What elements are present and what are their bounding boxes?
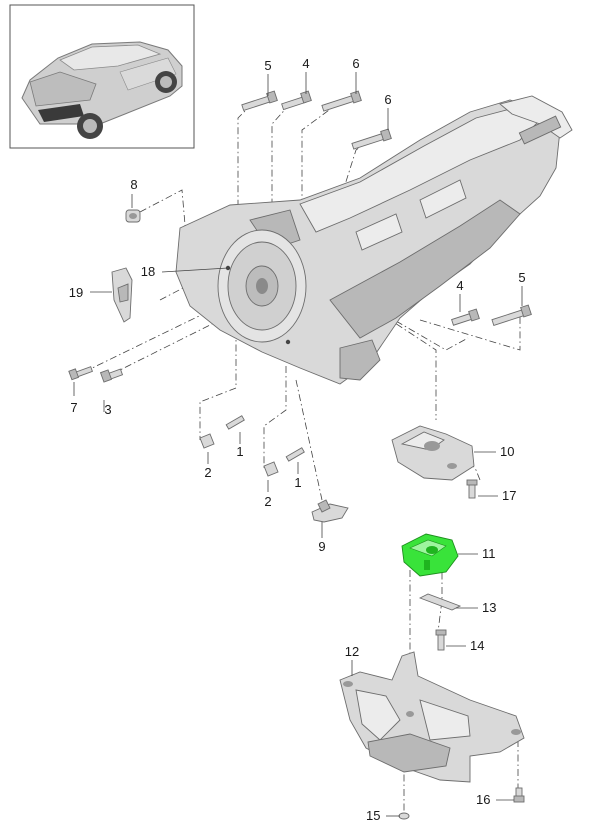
callout-14[interactable]: 14 (470, 638, 484, 653)
callout-2-a[interactable]: 2 (204, 465, 211, 480)
callout-18[interactable]: 18 (141, 264, 155, 279)
bolt-16 (513, 787, 525, 803)
vehicle-inset (9, 4, 195, 149)
callout-8[interactable]: 8 (130, 177, 137, 192)
car-suv-icon (21, 41, 183, 139)
callout-13[interactable]: 13 (482, 600, 496, 615)
washer-15 (398, 812, 410, 820)
bolt-4-top (281, 90, 312, 111)
callout-4-top[interactable]: 4 (302, 56, 309, 71)
callout-4-right[interactable]: 4 (456, 278, 463, 293)
bolt-5-top (241, 90, 278, 112)
callout-6-top-b[interactable]: 6 (384, 92, 391, 107)
bolt-6-top-a (321, 90, 362, 112)
callout-3[interactable]: 3 (104, 402, 111, 417)
bracket-9 (311, 499, 349, 523)
callout-9[interactable]: 9 (318, 539, 325, 554)
transmission-mount-10 (391, 425, 475, 481)
bushing-8 (125, 209, 141, 223)
bolt-1-a (225, 415, 245, 430)
torque-converter (217, 229, 307, 345)
bolt-3 (99, 368, 124, 383)
callout-leaders (73, 72, 523, 817)
engine-mount-11-highlighted[interactable] (401, 533, 459, 577)
callout-5-top[interactable]: 5 (264, 58, 271, 73)
bolt-17 (466, 479, 478, 499)
callout-10[interactable]: 10 (500, 444, 514, 459)
callout-17[interactable]: 17 (502, 488, 516, 503)
bolt-1-b (285, 447, 305, 462)
plate-13 (418, 593, 462, 611)
bolt-5-right (491, 304, 532, 326)
callout-1-a[interactable]: 1 (236, 444, 243, 459)
callout-labels: 5 4 6 6 8 18 19 7 3 2 1 2 1 9 4 5 10 17 … (69, 56, 526, 823)
nut-2-a (199, 433, 215, 449)
callout-15[interactable]: 15 (366, 808, 380, 823)
bolt-4-right (451, 308, 480, 326)
callout-5-right[interactable]: 5 (518, 270, 525, 285)
callout-19[interactable]: 19 (69, 285, 83, 300)
bolt-7 (68, 366, 93, 381)
nut-2-b (263, 461, 279, 477)
callout-11[interactable]: 11 (482, 546, 496, 561)
callout-7[interactable]: 7 (70, 400, 77, 415)
callout-1-b[interactable]: 1 (294, 475, 301, 490)
bracket-19 (111, 267, 133, 323)
bolt-6-top-b (351, 128, 392, 150)
callout-2-b[interactable]: 2 (264, 494, 271, 509)
callout-16[interactable]: 16 (476, 792, 490, 807)
bolt-14 (435, 629, 447, 651)
cross-member-12 (339, 651, 525, 783)
callout-6-top-a[interactable]: 6 (352, 56, 359, 71)
callout-12[interactable]: 12 (345, 644, 359, 659)
